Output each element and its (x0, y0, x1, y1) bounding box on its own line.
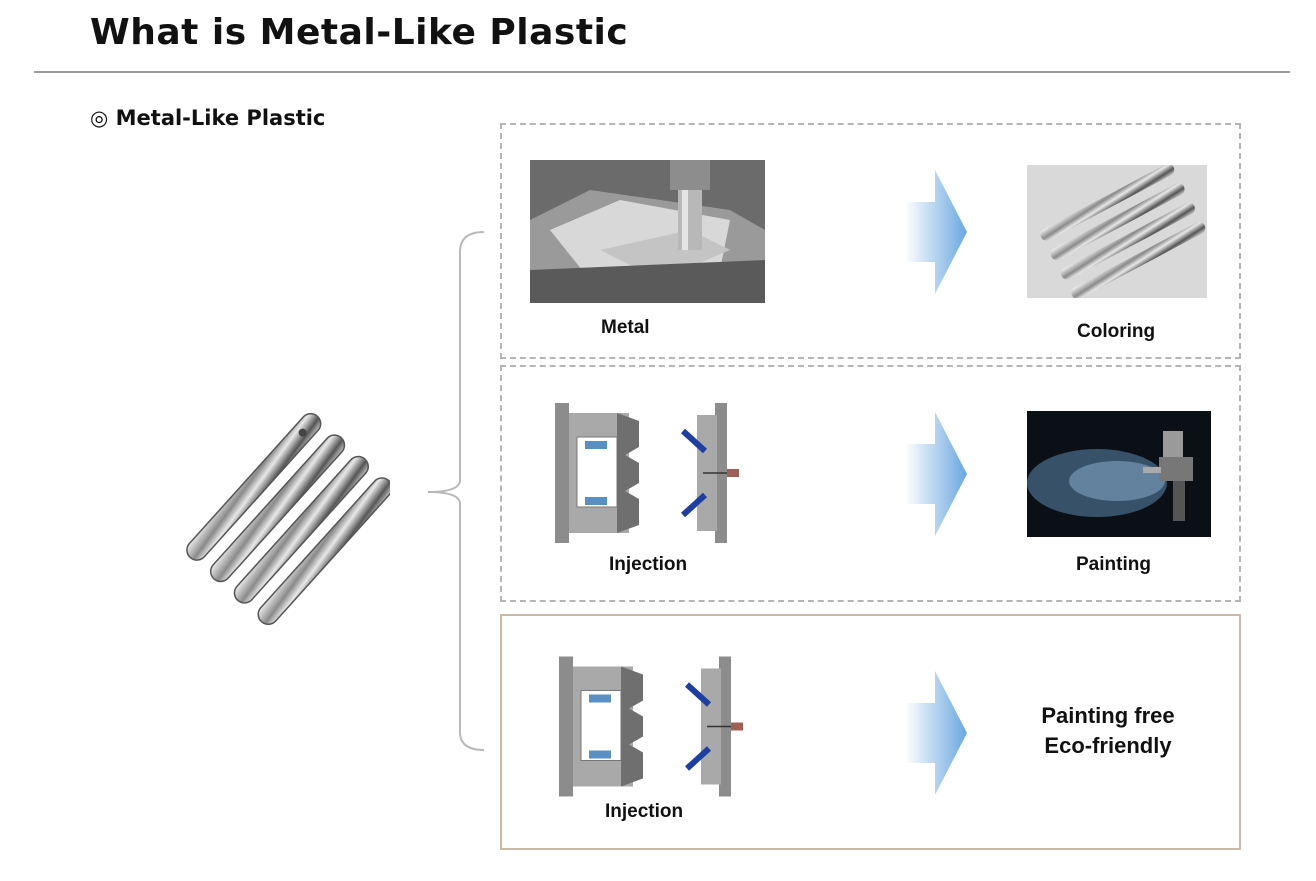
result-line-painting-free: Painting free (1018, 701, 1198, 731)
target-label-painting: Painting (1076, 554, 1151, 576)
chrome-handles-photo (1027, 165, 1207, 298)
title-divider (34, 71, 1290, 73)
arrow-right-icon (905, 170, 967, 294)
source-label-injection-1: Injection (609, 554, 687, 576)
arrow-right-icon (905, 412, 967, 536)
source-label-injection-2: Injection (605, 801, 683, 823)
metal-milling-photo (530, 160, 765, 303)
source-label-metal: Metal (601, 317, 650, 339)
door-handles-illustration (180, 405, 390, 625)
curly-bracket (426, 230, 486, 755)
injection-mold-diagram (555, 403, 745, 543)
section-subtitle: ◎ Metal-Like Plastic (90, 106, 325, 130)
page-title: What is Metal-Like Plastic (90, 12, 628, 53)
result-line-eco-friendly: Eco-friendly (1018, 731, 1198, 761)
arrow-right-icon (905, 671, 967, 795)
target-label-coloring: Coloring (1077, 321, 1155, 343)
spray-painting-photo (1027, 411, 1211, 537)
result-text: Painting free Eco-friendly (1018, 701, 1198, 761)
injection-mold-diagram (559, 655, 749, 798)
